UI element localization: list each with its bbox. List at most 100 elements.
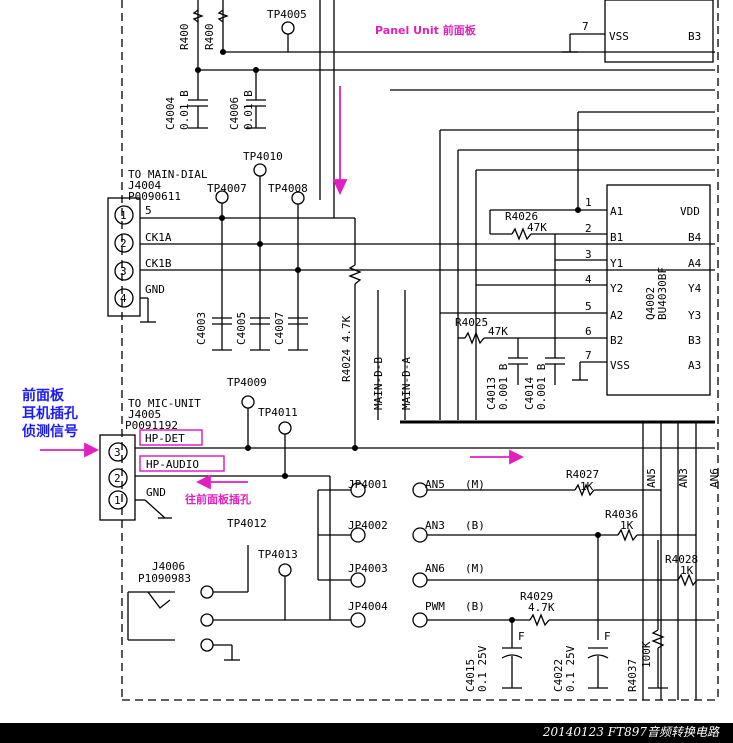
j4006-ref: J4006 — [152, 560, 185, 573]
c4006-ref: C4006 — [228, 97, 241, 130]
front-panel-line1: 前面板 — [22, 387, 65, 404]
r4029-val: 4.7K — [528, 601, 555, 614]
tp4010-label: TP4010 — [243, 150, 283, 163]
jp4004-ref: JP4004 — [348, 600, 388, 613]
j4004-pin4: 4 — [120, 292, 127, 305]
jp4004-sig: PWM — [425, 600, 445, 613]
q4002-part: BU4030BF — [656, 267, 669, 320]
j4004-label-ck1b: CK1B — [145, 257, 172, 270]
q-pin1: 1 — [585, 196, 592, 209]
jp4001-opt: (M) — [465, 478, 485, 491]
j4005-pin2: 2 — [114, 472, 121, 485]
jp4002-sig: AN3 — [425, 519, 445, 532]
q-b1: B1 — [610, 231, 623, 244]
j4005-pin3: 3 — [114, 446, 121, 459]
j4005-pin1: 1 — [114, 494, 121, 507]
q-a4: A4 — [688, 257, 702, 270]
schematic-diagram: Panel Unit 前面板 TP4005 R400 R400 C4004 0.… — [22, 0, 721, 701]
jp4001-sig: AN5 — [425, 478, 445, 491]
c4014-val: 0.001 B — [535, 363, 548, 410]
c4015-type: F — [518, 630, 525, 643]
q-vdd: VDD — [680, 205, 700, 218]
r4025-ref: R4025 — [455, 316, 488, 329]
j4004-label-ck1a: CK1A — [145, 231, 172, 244]
tp4007-label: TP4007 — [207, 182, 247, 195]
c4022-ref: C4022 — [552, 659, 565, 692]
q-a1: A1 — [610, 205, 623, 218]
c4022-type: F — [604, 630, 611, 643]
j4005-to: TO MIC-UNIT — [128, 397, 201, 410]
j4005-gnd: GND — [146, 486, 166, 499]
tp4013-label: TP4013 — [258, 548, 298, 561]
r4026-ref: R4026 — [505, 210, 538, 223]
r4027-val: 1K — [580, 480, 594, 493]
hp-det-label: HP-DET — [145, 432, 185, 445]
c4004-val: 0.01 B — [178, 90, 191, 130]
q-b4: B4 — [688, 231, 702, 244]
r4029-ref: R4029 — [520, 590, 553, 603]
q-y2: Y2 — [610, 282, 623, 295]
j4004-part: P0090611 — [128, 190, 181, 203]
jp4001-ref: JP4001 — [348, 478, 388, 491]
panel-unit-label: Panel Unit 前面板 — [375, 23, 477, 37]
c4003-ref: C4003 — [195, 312, 208, 345]
jp4002-ref: JP4002 — [348, 519, 388, 532]
top-ic-vss: VSS — [609, 30, 629, 43]
c4013-val: 0.001 B — [497, 363, 510, 410]
r4026-val: 47K — [527, 221, 547, 234]
c4005-ref: C4005 — [235, 312, 248, 345]
j4004-pin3: 3 — [120, 265, 127, 278]
bus-an5: AN5 — [645, 468, 658, 488]
q-pin3: 3 — [585, 248, 592, 261]
q-vss: VSS — [610, 359, 630, 372]
c4007-ref: C4007 — [273, 312, 286, 345]
tp4005-label: TP4005 — [267, 8, 307, 21]
r4028-ref: R4028 — [665, 553, 698, 566]
jp4002-opt: (B) — [465, 519, 485, 532]
hp-audio-label: HP-AUDIO — [146, 458, 199, 471]
j4004-pin2: 2 — [120, 237, 127, 250]
j4005-ref: J4005 — [128, 408, 161, 421]
q-y3: Y3 — [688, 309, 701, 322]
caption: 20140123 FT897音频转换电路 — [542, 725, 719, 739]
r4037-ref: R4037 — [626, 659, 639, 692]
j4004-label-5: 5 — [145, 204, 152, 217]
q-a2: A2 — [610, 309, 623, 322]
r4024-label: R4024 4.7K — [340, 315, 353, 382]
r4028-val: 1K — [680, 564, 694, 577]
r4036-ref: R4036 — [605, 508, 638, 521]
q-pin6: 6 — [585, 325, 592, 338]
q-pin5: 5 — [585, 300, 592, 313]
bus-an6: AN6 — [708, 468, 721, 488]
q-pin7: 7 — [585, 349, 592, 362]
r4037-val: 100K — [640, 641, 653, 668]
c4013-ref: C4013 — [485, 377, 498, 410]
c4014-ref: C4014 — [523, 377, 536, 410]
c4006-val: 0.01 B — [242, 90, 255, 130]
c4015-val: 0.1 25V — [476, 645, 489, 692]
jp4004-opt: (B) — [465, 600, 485, 613]
jp4003-sig: AN6 — [425, 562, 445, 575]
q-a3: A3 — [688, 359, 701, 372]
j4004-to: TO MAIN-DIAL — [128, 168, 208, 181]
q-pin2: 2 — [585, 222, 592, 235]
q4002-ref: Q4002 — [644, 287, 657, 320]
top-ic-pin: 7 — [582, 20, 589, 33]
j4006-part: P1090983 — [138, 572, 191, 585]
c4015-ref: C4015 — [464, 659, 477, 692]
c4004-ref: C4004 — [164, 97, 177, 130]
tp4009-label: TP4009 — [227, 376, 267, 389]
bus-an3: AN3 — [677, 468, 690, 488]
front-panel-line3: 侦测信号 — [22, 423, 78, 440]
r400a-label: R400 — [178, 24, 191, 51]
front-panel-line2: 耳机插孔 — [22, 405, 78, 422]
tp4012-label: TP4012 — [227, 517, 267, 530]
tp4011-label: TP4011 — [258, 406, 298, 419]
main-d-b-label: MAIN-D-B — [372, 357, 385, 410]
hp-audio-box — [139, 455, 225, 472]
j4004-pin1: 1 — [120, 209, 127, 222]
hp-det-box — [139, 429, 203, 446]
j4004-ref: J4004 — [128, 179, 161, 192]
q-y4: Y4 — [688, 282, 702, 295]
